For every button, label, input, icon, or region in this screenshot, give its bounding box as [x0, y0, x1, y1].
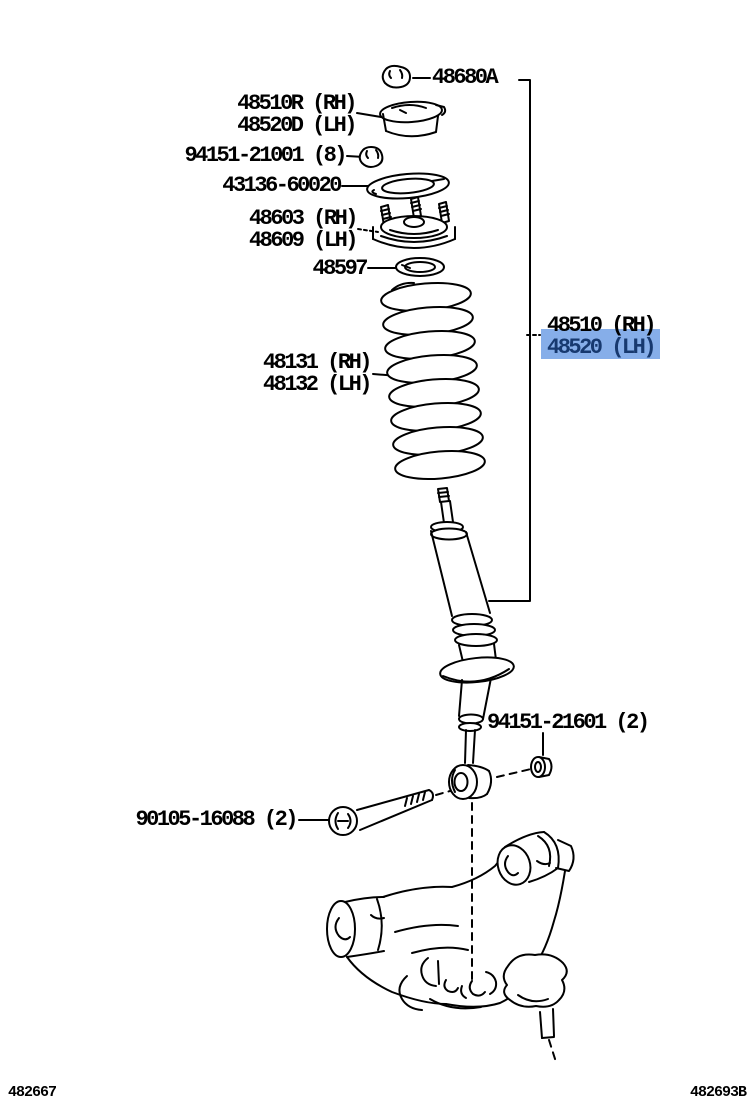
highlight-box: [541, 329, 660, 359]
figure-code-left: 482667: [8, 1084, 57, 1101]
part-label-dust-seal[interactable]: 43136-60020: [222, 173, 342, 198]
mount-bolt-icon: [328, 789, 434, 836]
strut-mount-icon: [372, 196, 456, 249]
eye-nut-icon: [530, 756, 553, 778]
lower-control-arm-icon: [326, 831, 575, 1039]
part-label-mount-nut[interactable]: 94151-21001 (8): [184, 143, 347, 168]
part-label-shock-lh[interactable]: 48520 (LH): [547, 335, 657, 360]
part-label-eye-nut[interactable]: 94151-21601 (2): [487, 710, 650, 735]
part-label-support[interactable]: 48510R (RH) 48520D (LH): [237, 91, 357, 138]
coil-spring-icon: [380, 281, 486, 481]
part-label-mount-bolt[interactable]: 90105-16088 (2): [135, 807, 298, 832]
shock-absorber-icon: [430, 487, 515, 800]
part-label-coil-spring-lh[interactable]: 48132 (LH): [262, 372, 373, 397]
part-label-strut-mount-lh[interactable]: 48609 (LH): [248, 228, 359, 253]
part-label-support-rh[interactable]: 48510R (RH): [237, 91, 357, 116]
spring-seat-ring-icon: [395, 257, 445, 277]
assembly-bracket-line: [488, 79, 531, 602]
part-label-coil-spring[interactable]: 48131 (RH) 48132 (LH): [262, 350, 373, 397]
dust-seal-icon: [366, 172, 450, 200]
part-label-shock-rh[interactable]: 48510 (RH): [547, 313, 657, 338]
alignment-dashed-lines: [435, 768, 557, 1063]
mount-nut-icon: [358, 146, 384, 168]
part-label-support-lh[interactable]: 48520D (LH): [237, 113, 357, 138]
part-label-shock-assy[interactable]: 48510 (RH) 48520 (LH): [547, 313, 657, 360]
part-label-strut-mount[interactable]: 48603 (RH) 48609 (LH): [248, 206, 359, 253]
top-nut-icon: [381, 64, 411, 89]
part-label-coil-spring-rh[interactable]: 48131 (RH): [262, 350, 373, 375]
leader-lines: [298, 77, 544, 821]
part-label-top-nut[interactable]: 48680A: [432, 65, 499, 90]
figure-code-right: 482693B: [689, 1084, 747, 1101]
part-label-seat-ring[interactable]: 48597: [312, 256, 368, 281]
support-cushion-icon: [379, 100, 447, 138]
part-label-strut-mount-rh[interactable]: 48603 (RH): [248, 206, 359, 231]
